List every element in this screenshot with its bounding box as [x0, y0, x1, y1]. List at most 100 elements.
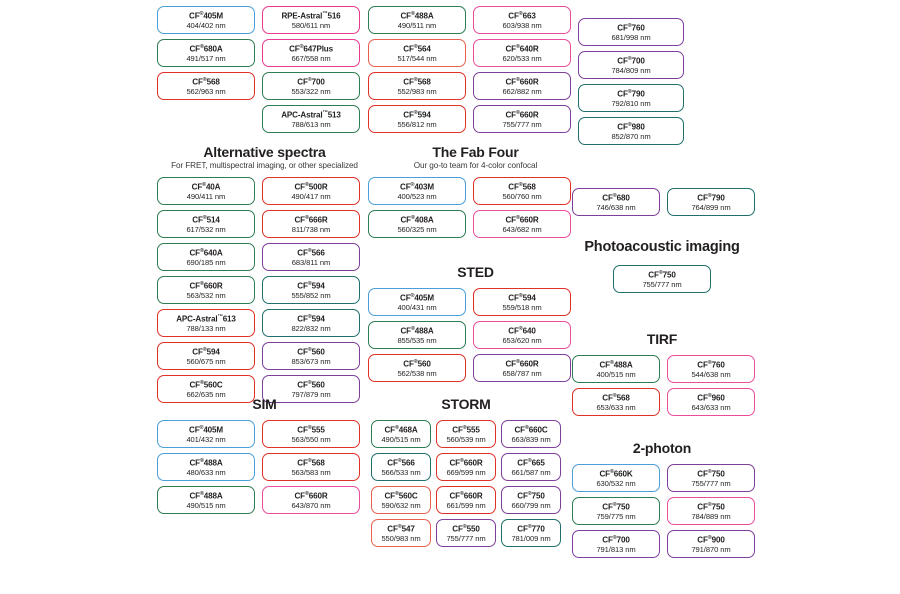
dye-wavelength: 617/532 nm	[186, 225, 226, 235]
trademark-symbol: ™	[322, 109, 328, 116]
dye-wavelength: 562/963 nm	[186, 87, 226, 97]
dye-name: CF®640R	[505, 43, 539, 54]
dye-name: CF®660C	[514, 424, 548, 435]
trademark-symbol: ®	[707, 501, 712, 508]
trademark-symbol: ®	[524, 424, 529, 431]
dye-wavelength: 653/633 nm	[596, 403, 636, 413]
trademark-symbol: ®	[394, 424, 399, 431]
dye-wavelength: 560/760 nm	[502, 192, 542, 202]
dye-wavelength: 491/517 nm	[186, 54, 226, 64]
dye-wavelength: 653/620 nm	[502, 336, 542, 346]
section-title: Alternative spectra	[203, 144, 326, 160]
section-title: STED	[457, 264, 494, 280]
section-title: Photoacoustic imaging	[584, 239, 740, 255]
dye-name: CF®488A	[400, 10, 434, 21]
trademark-symbol: ®	[394, 490, 399, 497]
trademark-symbol: ®	[515, 43, 520, 50]
trademark-symbol: ®	[199, 280, 204, 287]
dye-wavelength: 797/879 nm	[291, 390, 331, 400]
